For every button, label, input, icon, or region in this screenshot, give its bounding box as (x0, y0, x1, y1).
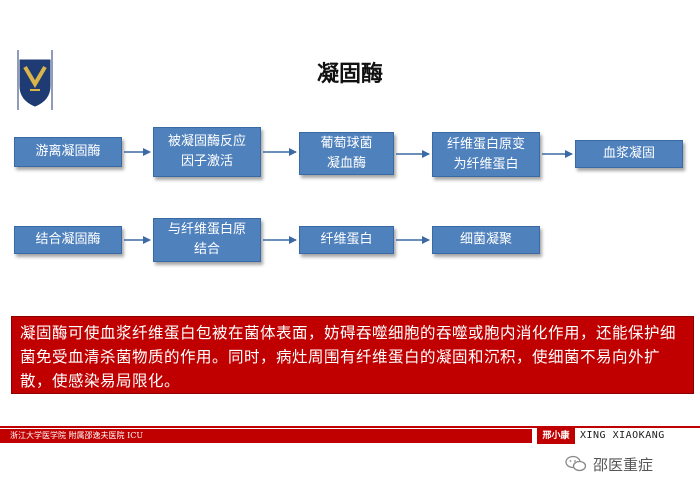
page-title: 凝固酶 (316, 62, 383, 87)
hospital-logo (14, 40, 56, 120)
footer-divider (0, 426, 700, 428)
watermark-text: 邵医重症 (593, 455, 654, 474)
flow-box-plasma-coagulation: 血浆凝固 (575, 140, 683, 168)
flow-box-free-coagulase: 游离凝固酶 (14, 137, 122, 167)
shield-emblem-icon (17, 50, 53, 110)
flow-box-fibrin: 纤维蛋白 (299, 226, 394, 254)
wechat-watermark: 邵医重症 (565, 452, 690, 476)
flow-box-bacterial-aggregation: 细菌凝聚 (432, 226, 540, 254)
flow-box-activated-factor: 被凝固酶反应 因子激活 (153, 127, 261, 177)
wechat-icon (565, 455, 587, 472)
footer-name: XING XIAOKANG (580, 430, 665, 441)
arrows-layer (124, 148, 573, 244)
flow-box-fibrinogen-to-fibrin: 纤维蛋白原变 为纤维蛋白 (432, 132, 540, 177)
flow-box-bound-coagulase: 结合凝固酶 (14, 226, 122, 254)
footer-badge: 邢小康 (537, 428, 575, 444)
explanation-note: 凝固酶可使血浆纤维蛋白包被在菌体表面，妨碍吞噬细胞的吞噬或胞内消化作用，还能保护… (11, 316, 694, 394)
flow-box-staph-thrombin: 葡萄球菌 凝血酶 (299, 132, 394, 175)
flow-box-bind-fibrinogen: 与纤维蛋白原 结合 (153, 218, 261, 262)
footer-institution: 浙江大学医学院 附属邵逸夫医院 ICU (0, 429, 532, 443)
